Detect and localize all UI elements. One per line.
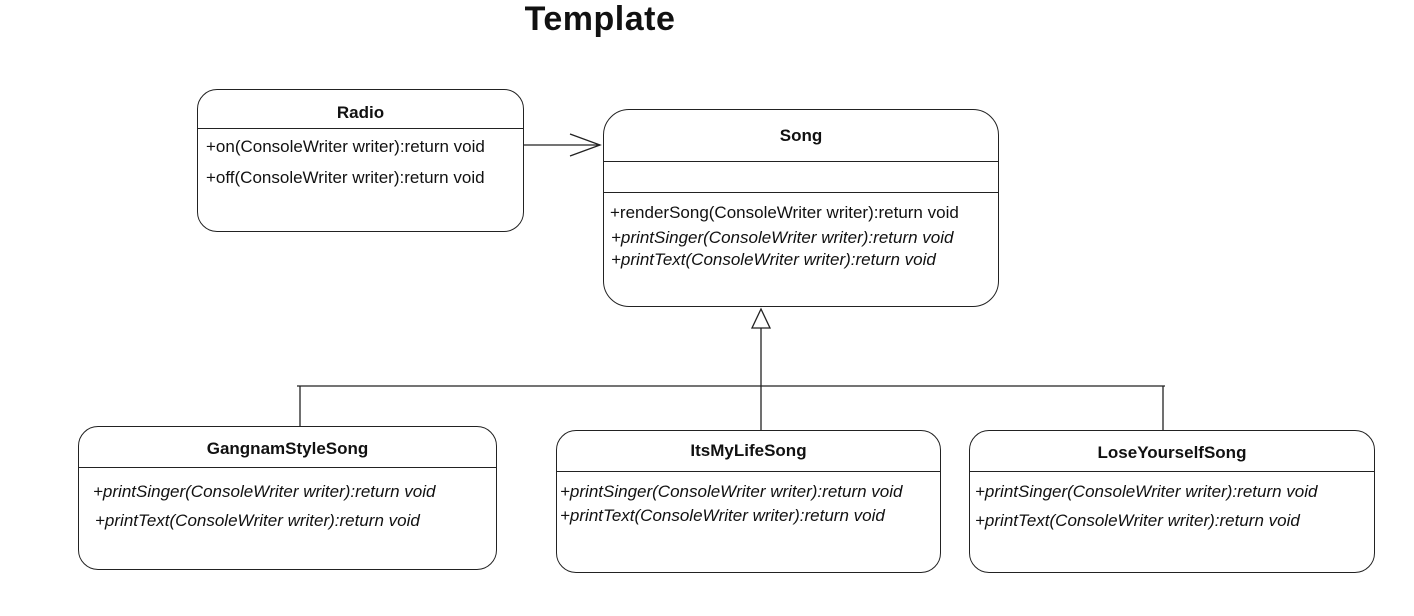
class-divider [198, 128, 523, 129]
class-gangnam-style-song[interactable]: GangnamStyleSong +printSinger(ConsoleWri… [78, 426, 497, 570]
class-lose-yourself-song[interactable]: LoseYourselfSong +printSinger(ConsoleWri… [969, 430, 1375, 573]
association-arrowhead [569, 133, 602, 157]
abstract-operation: +printText(ConsoleWriter writer):return … [611, 250, 936, 269]
class-name: Radio [336, 103, 385, 122]
class-divider [604, 161, 998, 162]
class-name: GangnamStyleSong [206, 439, 369, 458]
operation: +on(ConsoleWriter writer):return void [206, 137, 485, 156]
abstract-operation: +printText(ConsoleWriter writer):return … [975, 511, 1300, 530]
class-name: LoseYourselfSong [1097, 443, 1247, 462]
abstract-operation: +printText(ConsoleWriter writer):return … [560, 506, 885, 525]
abstract-operation: +printSinger(ConsoleWriter writer):retur… [93, 482, 436, 501]
diagram-title-text: Template [524, 0, 676, 38]
class-name: ItsMyLifeSong [690, 441, 807, 460]
class-divider [79, 467, 496, 468]
abstract-operation: +printSinger(ConsoleWriter writer):retur… [611, 228, 954, 247]
operation: +renderSong(ConsoleWriter writer):return… [610, 203, 959, 222]
diagram-title: Template [0, 0, 1200, 39]
class-divider [970, 471, 1374, 472]
inheritance-triangle [750, 307, 772, 329]
operation: +off(ConsoleWriter writer):return void [206, 168, 485, 187]
abstract-operation: +printText(ConsoleWriter writer):return … [95, 511, 420, 530]
class-divider [557, 471, 940, 472]
class-divider [604, 192, 998, 193]
class-name: Song [779, 126, 823, 145]
class-its-my-life-song[interactable]: ItsMyLifeSong +printSinger(ConsoleWriter… [556, 430, 941, 573]
abstract-operation: +printSinger(ConsoleWriter writer):retur… [560, 482, 903, 501]
class-radio[interactable]: Radio +on(ConsoleWriter writer):return v… [197, 89, 524, 232]
class-song[interactable]: Song +renderSong(ConsoleWriter writer):r… [603, 109, 999, 307]
abstract-operation: +printSinger(ConsoleWriter writer):retur… [975, 482, 1318, 501]
